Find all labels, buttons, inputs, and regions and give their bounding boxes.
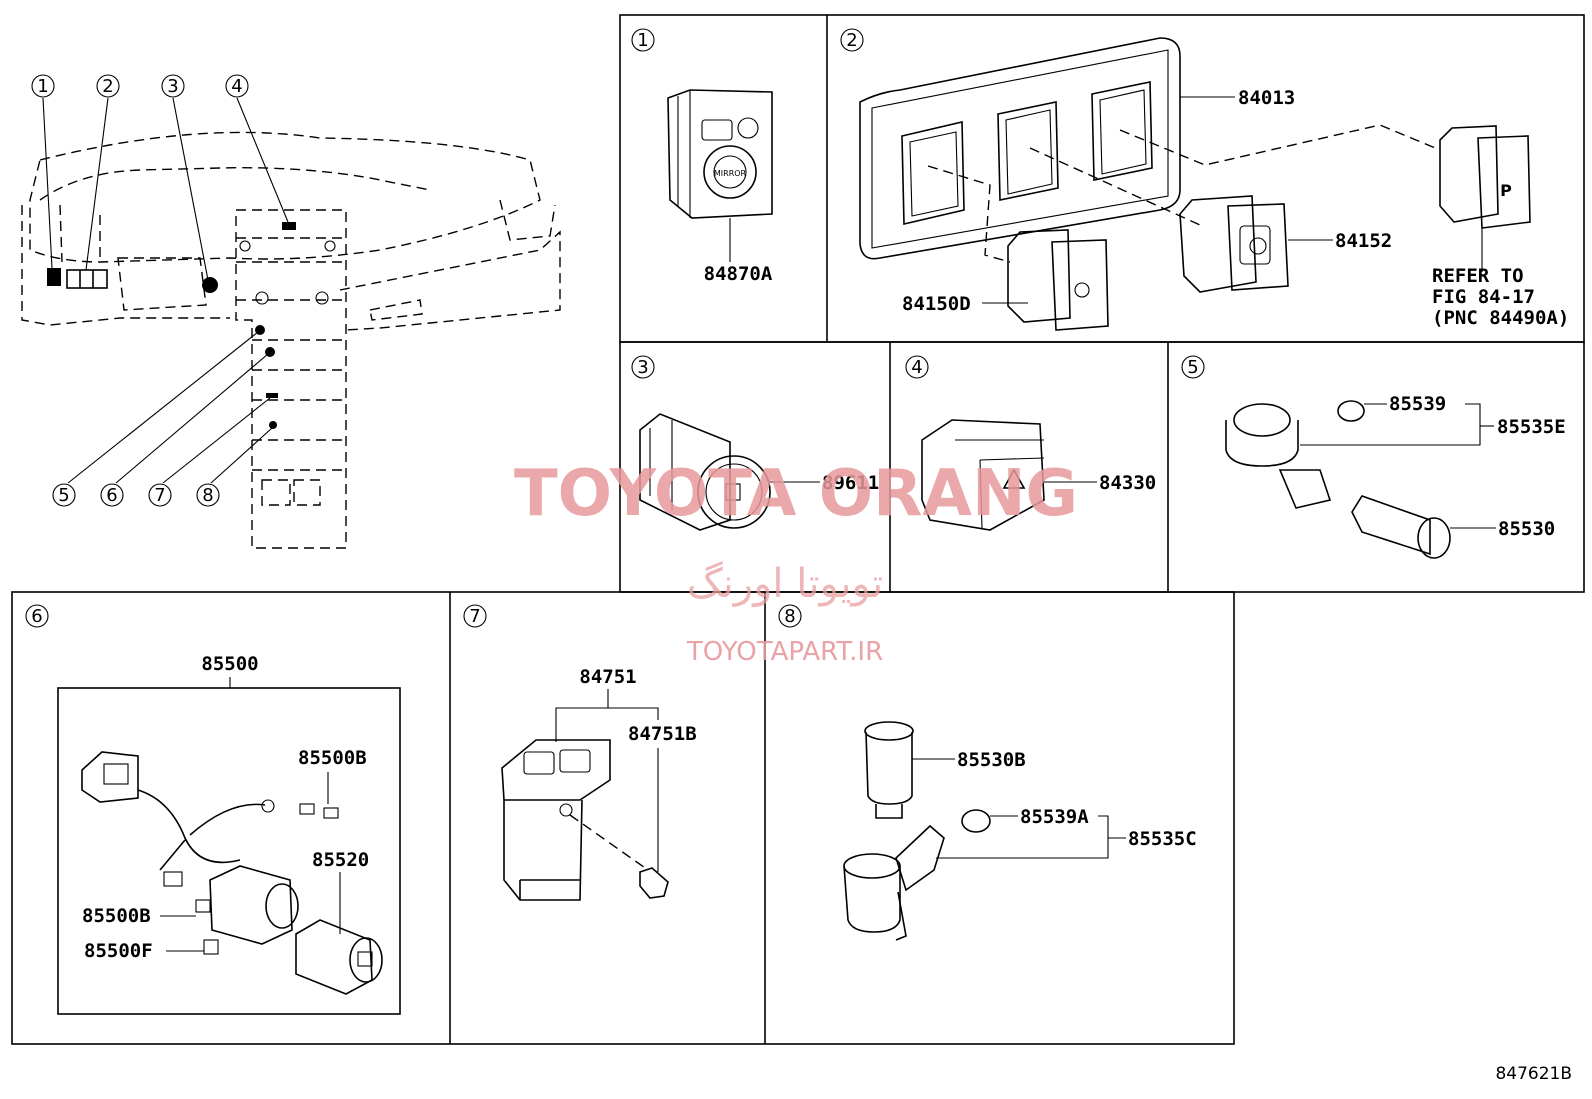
panel-4-hazard-switch: 4 84330 [905, 355, 1156, 531]
catalog-number: 847621B [1495, 1064, 1572, 1084]
svg-text:P: P [1500, 181, 1512, 200]
svg-text:3: 3 [167, 76, 178, 97]
callout-7[interactable]: 7 [148, 483, 172, 507]
clip-part[interactable] [639, 867, 669, 899]
svg-text:4: 4 [911, 357, 922, 378]
callout-4[interactable]: 4 [225, 74, 249, 98]
seat-heater-switch-part[interactable] [501, 739, 611, 901]
part-85530B[interactable]: 85530B [957, 749, 1026, 771]
part-85500[interactable]: 85500 [201, 653, 258, 675]
lighter-assembly-box [57, 687, 401, 1015]
lighter-socket-part[interactable] [209, 865, 299, 945]
headlight-leveling-switch-part[interactable] [1179, 195, 1289, 293]
part-85520[interactable]: 85520 [312, 849, 369, 871]
lighter-plug-part[interactable] [295, 919, 383, 995]
panel-1-mirror-switch: 1 MIRROR 84870A [631, 28, 773, 285]
svg-text:6: 6 [31, 606, 42, 627]
panel-grid [11, 14, 1585, 1045]
svg-text:5: 5 [58, 485, 69, 506]
svg-text:8: 8 [784, 606, 795, 627]
hazard-switch-part[interactable] [921, 419, 1045, 531]
switch-bezel-part[interactable] [859, 37, 1181, 260]
part-85530[interactable]: 85530 [1498, 518, 1555, 540]
callout-8[interactable]: 8 [196, 483, 220, 507]
cap-part[interactable] [1337, 400, 1365, 422]
reference-note-line1: REFER TO [1432, 265, 1524, 287]
callout-6[interactable]: 6 [100, 483, 124, 507]
outlet-cap-part[interactable] [961, 809, 991, 833]
fog-light-switch-part[interactable] [1007, 229, 1109, 331]
svg-text:6: 6 [106, 485, 117, 506]
part-84013[interactable]: 84013 [1238, 87, 1295, 109]
part-84152[interactable]: 84152 [1335, 230, 1392, 252]
part-84751[interactable]: 84751 [579, 666, 636, 688]
svg-text:MIRROR: MIRROR [714, 169, 747, 178]
outlet-socket-part[interactable] [864, 721, 914, 819]
part-85535C[interactable]: 85535C [1128, 828, 1197, 850]
socket-part[interactable] [1225, 403, 1332, 509]
panel-2-switch-bezel: 2 84013 84152 84150D [840, 28, 1569, 331]
watermark-persian: تویوتا اورنگ [687, 561, 883, 607]
part-85500B-socket[interactable]: 85500B [82, 905, 151, 927]
callout-1[interactable]: 1 [31, 74, 55, 98]
parking-sensor-switch-part[interactable]: P [1439, 125, 1531, 229]
panel-8-power-outlet: 8 85530B 85539A 85535C [778, 604, 1197, 941]
part-84870A[interactable]: 84870A [704, 263, 773, 285]
svg-text:4: 4 [231, 76, 242, 97]
part-89611[interactable]: 89611 [822, 472, 879, 494]
panel-6-cigarette-lighter: 6 85500 85500B 85520 85500B 855 [25, 604, 401, 1015]
svg-text:1: 1 [37, 76, 48, 97]
outlet-housing-part[interactable] [843, 824, 945, 941]
outlet-part[interactable] [1351, 495, 1451, 559]
svg-text:7: 7 [469, 606, 480, 627]
svg-text:3: 3 [637, 357, 648, 378]
mirror-switch-part[interactable]: MIRROR [667, 89, 773, 219]
part-84150D[interactable]: 84150D [902, 293, 971, 315]
svg-text:2: 2 [846, 30, 857, 51]
watermark-site: TOYOTAPART.IR [686, 637, 883, 667]
part-85535E[interactable]: 85535E [1497, 416, 1566, 438]
reference-note-line2[interactable]: FIG 84-17 [1432, 286, 1535, 308]
watermark: TOYOTA ORANG تویوتا اورنگ TOYOTAPART.IR [514, 457, 1078, 667]
dashboard-overview: 1 2 3 4 5 6 7 8 [21, 74, 561, 549]
svg-text:2: 2 [102, 76, 113, 97]
callout-2[interactable]: 2 [96, 74, 120, 98]
panel-5-power-outlet: 5 85539 85535E 85530 [1181, 355, 1566, 559]
svg-text:7: 7 [154, 485, 165, 506]
part-84751B[interactable]: 84751B [628, 723, 697, 745]
part-85500B-bulb[interactable]: 85500B [298, 747, 367, 769]
part-85500F[interactable]: 85500F [84, 940, 153, 962]
watermark-brand: TOYOTA ORANG [514, 457, 1078, 531]
reference-note-line3: (PNC 84490A) [1432, 307, 1569, 329]
svg-text:5: 5 [1187, 357, 1198, 378]
part-85539A[interactable]: 85539A [1020, 806, 1089, 828]
callout-5[interactable]: 5 [52, 483, 76, 507]
part-85539[interactable]: 85539 [1389, 393, 1446, 415]
panel-7-seat-heater-switch: 7 84751 84751B [463, 604, 697, 901]
connector-part[interactable] [81, 751, 139, 803]
part-84330[interactable]: 84330 [1099, 472, 1156, 494]
svg-text:8: 8 [202, 485, 213, 506]
svg-text:1: 1 [637, 30, 648, 51]
engine-start-button-part[interactable] [639, 413, 771, 531]
panel-3-start-button: 3 89611 [631, 355, 879, 531]
callout-3[interactable]: 3 [161, 74, 185, 98]
